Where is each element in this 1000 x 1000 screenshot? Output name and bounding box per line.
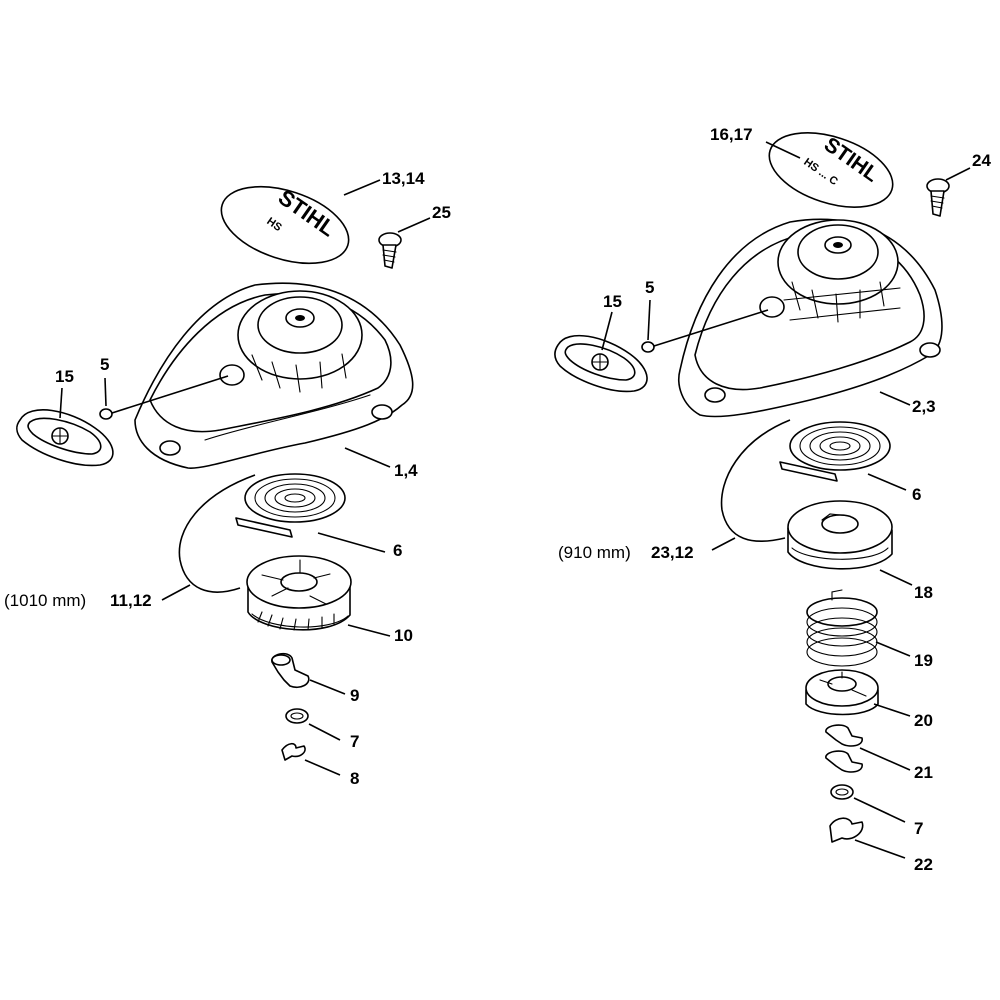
label-right-coil-spring: 19 [914,651,933,670]
left-assembly: STIHL HS [4,169,451,788]
label-left-cover: 13,14 [382,169,425,188]
label-right-cover: 16,17 [710,125,753,144]
left-housing [134,282,414,469]
label-right-pulley: 18 [914,583,933,602]
right-coil-spring [806,589,878,667]
label-right-handle: 15 [603,292,622,311]
right-handle [554,334,648,393]
label-right-rope-length: (910 mm) [558,543,631,562]
label-left-ring: 7 [350,732,359,751]
left-rope-line [111,375,229,414]
label-left-pawl: 9 [350,686,359,705]
right-pawls [825,724,863,773]
right-clip [829,817,864,843]
right-rope-line [653,309,769,347]
label-left-handle: 15 [55,367,74,386]
right-ring [830,784,854,800]
left-rope [178,474,256,593]
left-spring [235,473,346,538]
left-clip [281,742,306,761]
left-pawl [271,652,310,689]
left-ring [285,708,309,724]
right-rope [720,419,791,542]
right-pulley [787,500,893,570]
label-right-clip: 22 [914,855,933,874]
label-left-pulley: 10 [394,626,413,645]
label-left-rope: 11,12 [110,591,152,610]
left-screw [378,232,402,269]
label-right-housing: 2,3 [912,397,936,416]
label-left-spring: 6 [393,541,402,560]
left-washer [99,408,113,420]
label-right-ring: 7 [914,819,923,838]
label-right-spring: 6 [912,485,921,504]
label-left-clip: 8 [350,769,359,788]
left-cover-disc: STIHL HS [220,184,350,265]
label-left-rope-length: (1010 mm) [4,591,86,610]
label-right-washer: 5 [645,278,654,297]
right-washer [641,341,655,353]
label-right-rope: 23,12 [651,543,694,562]
right-spring [779,421,891,482]
right-screw [926,178,950,217]
right-cover-disc: STIHL HS ... C [768,132,894,208]
label-left-housing: 1,4 [394,461,418,480]
label-right-carrier: 20 [914,711,933,730]
left-handle [16,409,114,467]
label-right-pawls: 21 [914,763,933,782]
label-right-screw: 24 [972,151,991,170]
label-left-screw: 25 [432,203,451,222]
label-left-washer: 5 [100,355,109,374]
left-pulley [246,555,352,631]
right-assembly: STIHL HS ... C [554,125,991,874]
right-housing [678,218,943,418]
right-carrier [805,669,879,716]
